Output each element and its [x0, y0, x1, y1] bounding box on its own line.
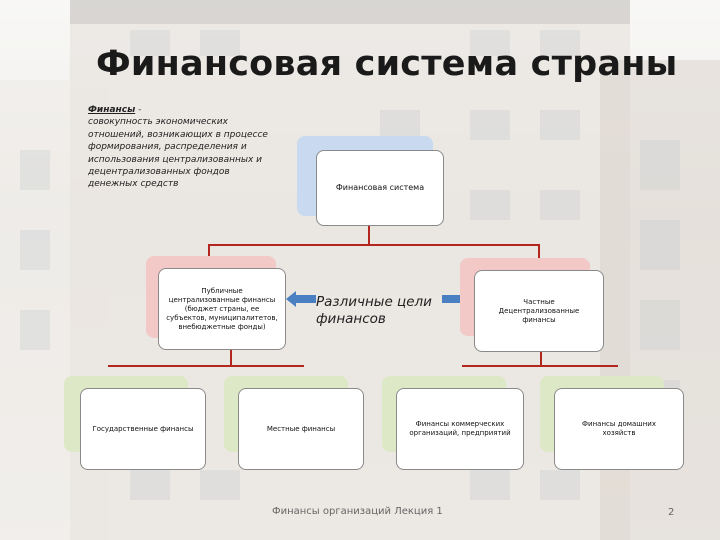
- definition-term: Финансы: [88, 105, 136, 115]
- connector-right-down: [538, 244, 540, 260]
- commercial-finance-node: Финансы коммерческих организаций, предпр…: [396, 388, 524, 470]
- finance-goals-label: Различные цели финансов: [316, 294, 432, 327]
- connector-top-horizontal: [208, 244, 540, 246]
- connector-bottom-right-horizontal: [462, 365, 618, 367]
- connector-root-down: [368, 224, 370, 245]
- connector-public-down: [230, 348, 232, 366]
- connector-bottom-left-horizontal: [108, 365, 304, 367]
- slide-footer: Финансы организаций Лекция 1: [272, 506, 443, 517]
- slide-title: Финансовая система страны: [96, 44, 678, 84]
- local-finance-node: Местные финансы: [238, 388, 364, 470]
- connector-left-down: [208, 244, 210, 262]
- private-finance-node: Частные Децентрализованные финансы: [474, 270, 604, 352]
- state-finance-node: Государственные финансы: [80, 388, 206, 470]
- definition-dash: -: [135, 105, 142, 115]
- public-finance-node: Публичные централизованные финансы (бюдж…: [158, 268, 286, 350]
- definition-text: Финансы - совокупность экономических отн…: [88, 104, 278, 191]
- left-arrow-icon: [286, 291, 316, 307]
- definition-body: совокупность экономических отношений, во…: [88, 117, 268, 190]
- page-number: 2: [668, 507, 675, 518]
- root-node-financial-system: Финансовая система: [316, 150, 444, 226]
- connector-private-down: [540, 350, 542, 366]
- household-finance-node: Финансы домашних хозяйств: [554, 388, 684, 470]
